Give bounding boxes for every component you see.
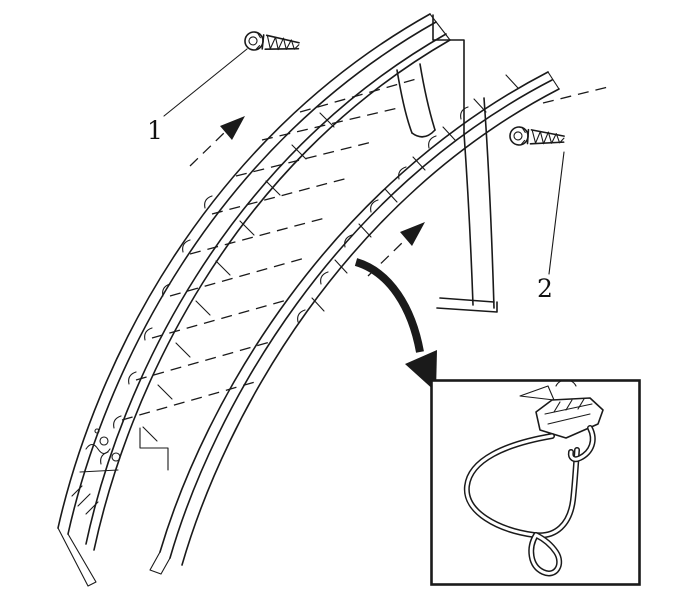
callout-2-leader-line [548, 151, 565, 275]
curved-arrow-head-icon [405, 350, 437, 392]
lower-bracket-detail [71, 427, 169, 515]
screw-1-icon [243, 30, 301, 56]
rail-left-hooks [100, 195, 213, 465]
window-frame-rail-left [57, 13, 451, 587]
rail-left-clip-ticks [142, 112, 335, 442]
callout-1: 1 [147, 48, 248, 145]
alignment-dashed-lines [121, 77, 613, 421]
rail-right-clip-ticks [311, 74, 519, 312]
install-direction-arrow-upper [189, 116, 245, 167]
retainer-clip-drawing [463, 379, 604, 577]
detail-reference-arrow [354, 258, 437, 392]
callout-2: 2 [537, 151, 565, 303]
arrow-up-right-icon [220, 116, 245, 140]
window-frame-rail-right [149, 71, 560, 575]
detail-inset [430, 379, 641, 586]
callout-1-label: 1 [147, 116, 163, 145]
detail-inset-border [430, 379, 641, 586]
arrow-up-right-icon [400, 222, 425, 246]
screw-2-icon [508, 125, 566, 149]
callout-2-label: 2 [537, 274, 553, 303]
callout-1-leader-line [163, 48, 248, 117]
